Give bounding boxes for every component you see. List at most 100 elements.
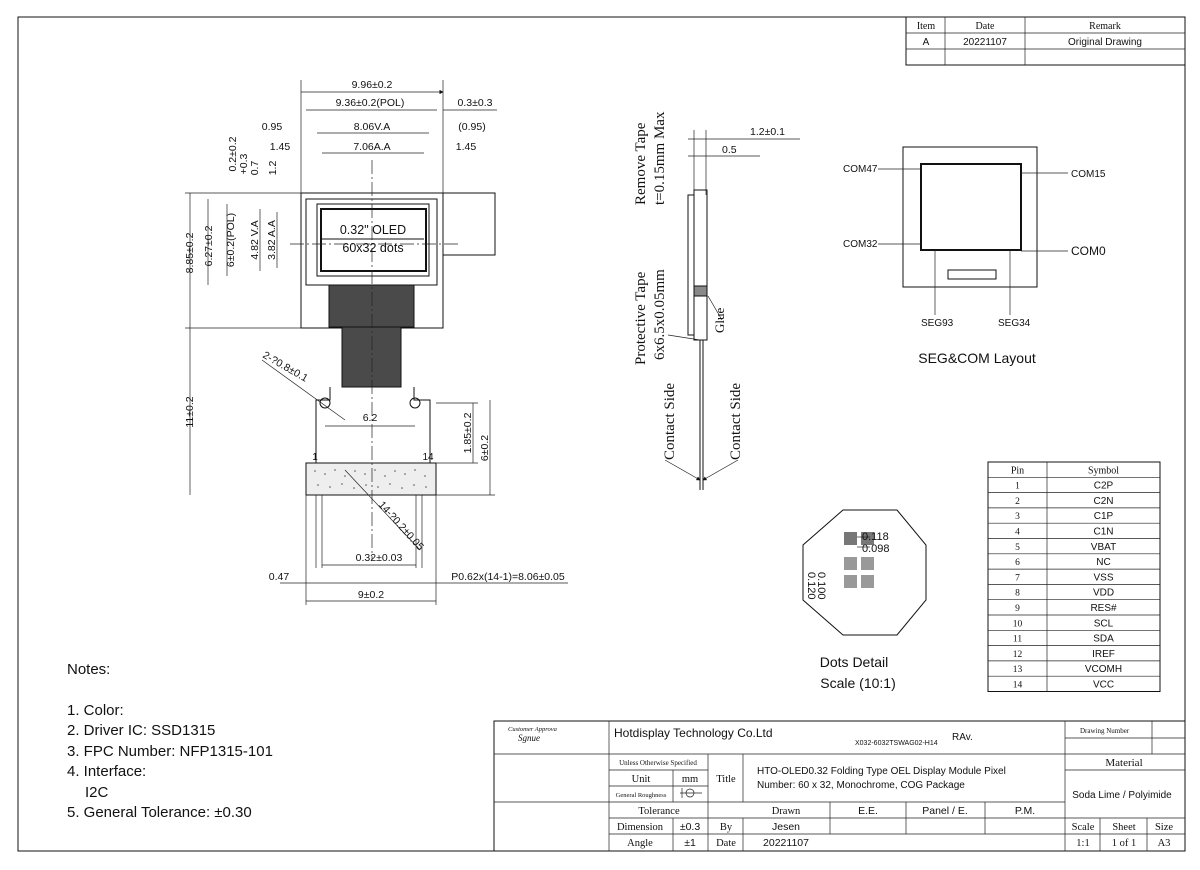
rev-header-date: Date [976,21,995,32]
com15-label: COM15 [1071,169,1106,180]
dim-top-gap: 0.2±0.2 [227,136,239,171]
title-line-2: Number: 60 x 32, Monochrome, COG Package [757,780,965,791]
title-block: Customer Approva Sgnue Hotdisplay Techno… [493,720,1186,852]
dim-aa-right: 1.45 [456,141,477,153]
hole-spacing: 6.2 [363,412,378,424]
dot-dim-1: 0.118 [862,531,889,543]
dim-top-gap-tol: +0.3 [238,153,250,174]
dimension-tol: ±0.3 [680,821,701,833]
dim-top-gap-3: 1.2 [267,161,279,176]
note-color: 1. Color: [67,701,124,719]
dot-dim-4: 0.120 [805,572,817,600]
pin-number: 10 [1013,619,1023,629]
pin-number: 14 [1013,681,1023,691]
pin-symbol: VCC [1093,680,1114,691]
ee-label: E.E. [858,805,878,817]
drawing-number-label: Drawing Number [1080,727,1130,735]
pitch-total: P0.62x(14-1)=8.06±0.05 [451,571,565,583]
pin-number: 2 [1015,497,1020,507]
side-dim-1: 1.2±0.1 [750,126,785,138]
dim-tail-1: 1.85±0.2 [462,412,474,453]
pin-number: 11 [1013,635,1022,645]
com32-label: COM32 [843,239,878,250]
pin-symbol: VDD [1093,588,1114,599]
company-name: Hotdisplay Technology Co.Ltd [614,726,773,740]
roughness-icon [680,788,702,798]
glue-label: Glue [712,308,727,334]
notes: Notes: 1. Color: 2. Driver IC: SSD1315 3… [67,660,273,824]
pin-symbol: C1N [1093,527,1113,538]
dim-overall-width: 9.96±0.2 [352,79,393,91]
dim-aa-left: 1.45 [270,141,291,153]
note-tolerance: 5. General Tolerance: ±0.30 [67,804,252,821]
pin-symbol: C2P [1094,481,1114,492]
bottom-width: 9±0.2 [358,589,384,601]
dot-dim-2: 0.098 [862,543,890,555]
pad-width: 0.32±0.03 [356,552,403,564]
seg34-label: SEG34 [998,318,1031,329]
angle-label: Angle [627,838,653,849]
note-interface: 4. Interface: [67,763,147,780]
note-fpc-number: 3. FPC Number: NFP1315-101 [67,742,273,760]
pin-symbol: IREF [1092,649,1115,660]
pin-last: 14 [422,452,434,463]
scale-value: 1:1 [1076,838,1089,849]
pin-first: 1 [312,452,318,463]
dots-detail-title: Dots Detail [820,654,888,670]
note-driver-ic: 2. Driver IC: SSD1315 [67,722,216,739]
revision-table: Item Date Remark A 20221107 Original Dra… [905,16,1186,66]
seg-com-title: SEG&COM Layout [918,350,1036,366]
signature-label: Sgnue [518,733,540,743]
bottom-left-dim: 0.47 [269,571,290,583]
title-label: Title [716,774,736,785]
com47-label: COM47 [843,164,878,175]
dim-pol-width: 9.36±0.2(POL) [336,97,405,109]
drawing-no: X032-6032TSWAG02-H14 [855,740,938,747]
pin-number: 9 [1015,604,1020,614]
front-view: 0.32" OLED 60x32 dots [184,79,568,605]
rev-header-remark: Remark [1089,21,1121,32]
pin-number: 13 [1013,665,1023,675]
symbol-header: Symbol [1088,465,1119,476]
unit-label: Unit [632,774,651,785]
customer-approval-label: Customer Approva [508,726,557,733]
pin-number: 7 [1015,573,1020,583]
pin-symbol: C2N [1093,496,1113,507]
remove-tape-label: Remove Tape [633,122,649,205]
unit-value: mm [682,774,698,785]
pin-symbol: SDA [1093,634,1114,645]
size-value: A3 [1158,838,1171,849]
dim-fpc-length: 11±0.2 [184,396,196,427]
size-label: Size [1155,822,1173,833]
com0-label: COM0 [1071,244,1106,258]
hatched-tape [442,192,496,256]
pitch-dim: 14-?0.2±0.05 [376,499,426,553]
date-value: 20221107 [763,837,809,849]
dim-tail-2: 6±0.2 [479,435,491,461]
pin-number: 3 [1015,512,1020,522]
dim-overall-height: 8.85±0.2 [184,232,196,273]
display-label-dots: 60x32 dots [342,241,403,255]
pin-symbol: RES# [1090,603,1117,614]
rev-item: A [923,37,930,48]
side-view: Remove Tape t=0.15mm Max 1.2±0.1 0.5 Pro… [633,111,800,490]
pin-symbol: VCOMH [1085,664,1122,675]
note-interface-value: I2C [85,783,109,801]
rev-label: RAv. [952,732,973,743]
material-label: Material [1105,757,1142,769]
dim-glass-height: 6.27±0.2 [203,225,215,266]
pin-number: 12 [1013,650,1023,660]
contact-side-left: Contact Side [662,383,678,460]
side-dim-2: 0.5 [722,144,737,156]
rev-date: 20221107 [963,37,1007,48]
pin-number: 1 [1015,482,1020,492]
date-label: Date [716,838,736,849]
dots-detail-scale: Scale (10:1) [820,675,895,691]
dim-right-margin: (0.95) [458,121,485,133]
pin-dots [314,469,427,489]
dots-detail: 0.118 0.098 0.100 0.120 Dots Detail Scal… [802,509,927,691]
pin-symbol: SCL [1094,618,1114,629]
pin-symbol: NC [1096,557,1110,568]
